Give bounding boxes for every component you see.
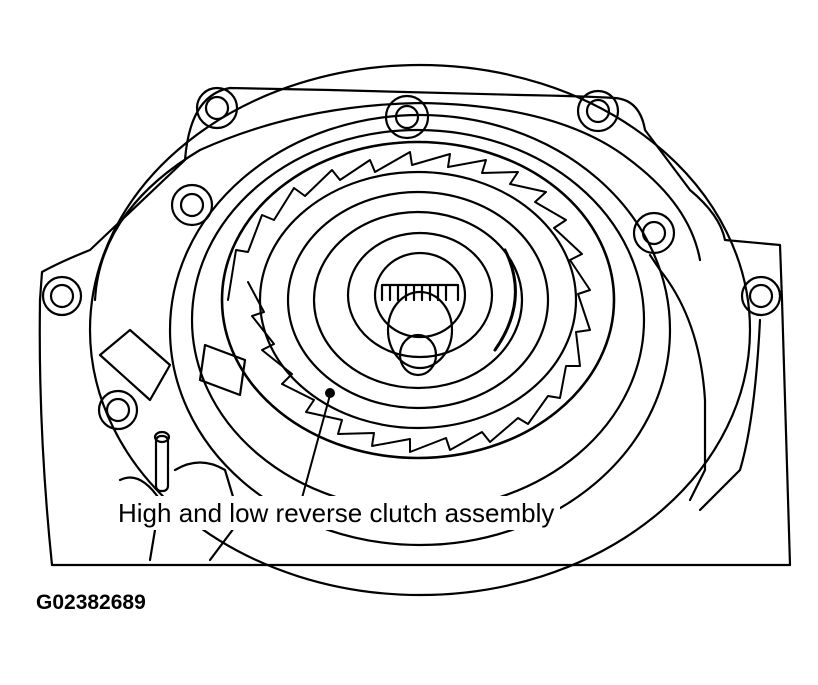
clutch-drum-outer — [220, 140, 616, 460]
shaft-end — [398, 333, 438, 377]
bolt-bosses — [41, 86, 782, 431]
case-bore-inner — [168, 113, 672, 547]
callout-label: High and low reverse clutch assembly — [116, 496, 561, 530]
bolt-hole — [632, 211, 676, 255]
case-bore-step — [190, 128, 646, 512]
bolt-hole — [204, 95, 230, 121]
shaft-collar — [386, 290, 454, 370]
bolt-hole — [41, 275, 83, 317]
clutch-hub — [286, 190, 550, 410]
left-lever — [98, 328, 172, 402]
right-bracket-arm — [698, 318, 762, 512]
bolt-hole — [576, 89, 620, 133]
bolt-hole — [740, 275, 782, 317]
locating-pin-tip — [153, 430, 171, 444]
bolt-hole — [748, 283, 774, 309]
hub-inner-ring — [346, 231, 494, 359]
snap-ring — [493, 248, 517, 352]
leader-line — [301, 394, 331, 499]
case-bore-outer — [88, 63, 752, 597]
clutch-drum-inner — [258, 170, 578, 430]
bolt-hole — [170, 183, 214, 227]
locating-pin — [154, 434, 170, 493]
housing-right-wall — [780, 298, 792, 567]
bolt-hole — [195, 86, 239, 130]
housing-outer-edge — [38, 86, 784, 302]
callout-leader — [301, 388, 335, 499]
bolt-hole — [585, 98, 611, 124]
bolt-hole — [97, 389, 139, 431]
bolt-hole — [105, 397, 131, 423]
housing-left-wall — [38, 298, 54, 567]
bolt-hole — [49, 283, 75, 309]
clutch-spline-ring — [227, 151, 591, 453]
lower-left-linkage — [173, 461, 242, 562]
bolt-hole — [179, 192, 205, 218]
figure-code: G02382689 — [36, 591, 146, 614]
shaft-seat — [373, 251, 467, 339]
left-guide — [198, 343, 247, 397]
clutch-assembly — [220, 140, 616, 460]
clutch-retainer — [312, 210, 524, 390]
bolt-hole — [394, 104, 420, 130]
leader-dot — [325, 388, 335, 398]
right-bracket — [648, 253, 707, 502]
flange-inner-edge — [93, 101, 702, 302]
